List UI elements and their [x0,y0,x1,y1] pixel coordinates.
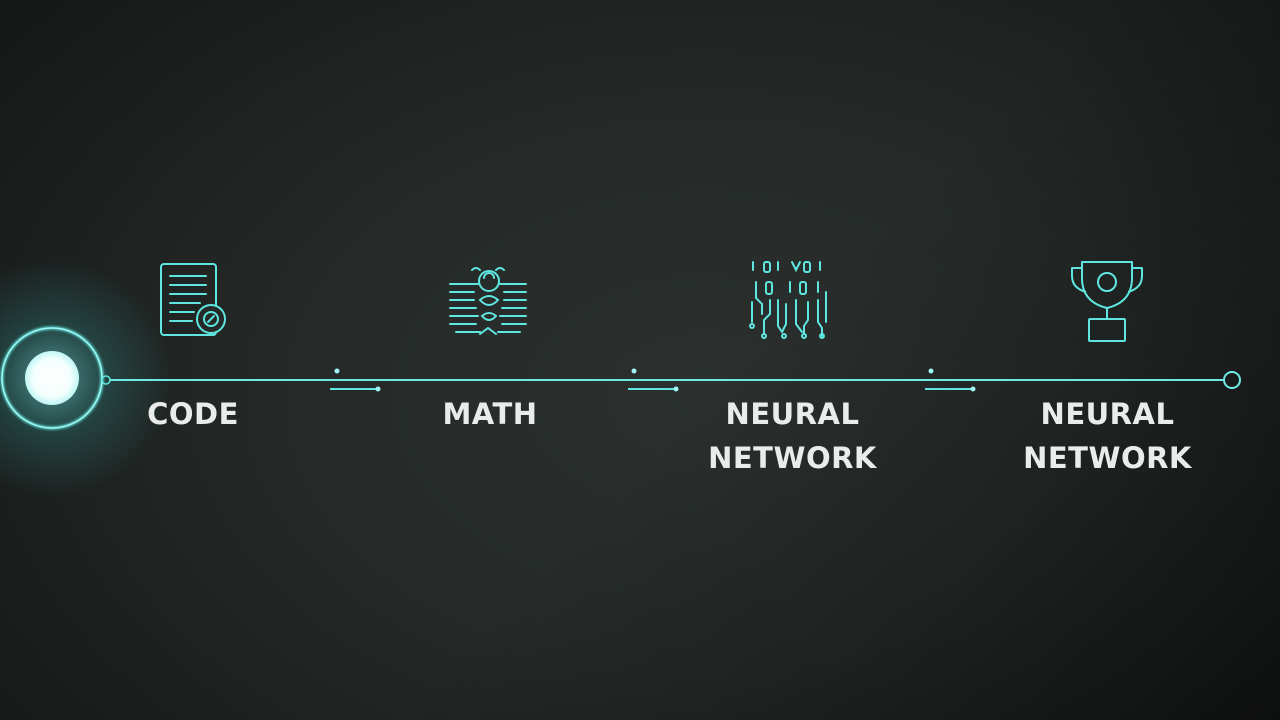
step-label-neural-network-1: NEURAL NETWORK [690,392,895,480]
step-label-neural-network-2: NEURAL NETWORK [1005,392,1210,480]
math-head-icon [449,267,527,335]
binary-circuit-icon [749,261,827,339]
step-label-line2: NETWORK [1023,441,1192,475]
step-label-math: MATH [415,392,565,436]
trophy-icon [1071,261,1143,342]
step-label-line1: NEURAL [725,397,860,431]
step-label-code: CODE [118,392,268,436]
streak-1 [330,368,425,392]
step-label-line1: NEURAL [1040,397,1175,431]
code-document-icon [160,263,226,336]
step-label-line1: CODE [147,397,239,431]
step-label-line2: NETWORK [708,441,877,475]
start-node [0,258,172,498]
streak-2 [628,368,722,392]
step-label-line1: MATH [442,397,538,431]
streak-3 [925,368,1019,392]
end-node [1223,371,1241,389]
